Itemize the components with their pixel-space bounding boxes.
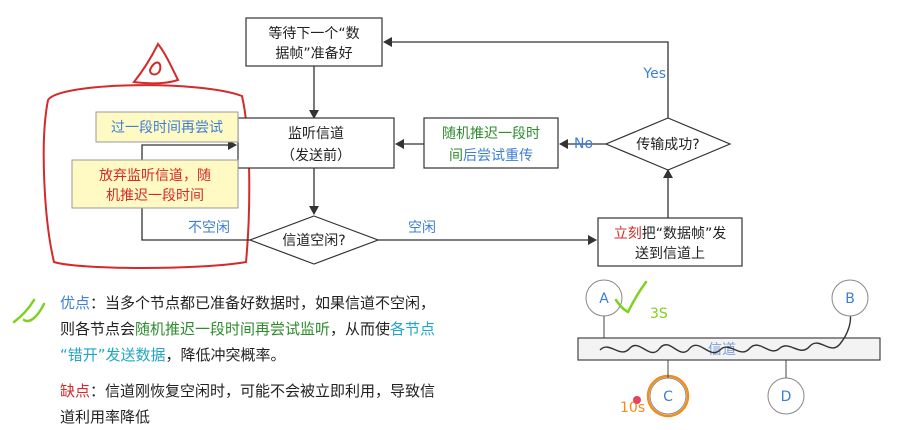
cursor-dot [633,396,641,404]
cons-paragraph: 缺点：信道刚恢复空闲时，可能不会被立即利用，导致信 道利用率降低 [60,378,540,430]
check-mark-icon [12,298,46,324]
random-backoff-box: 随机推迟一段时 间后尝试重传 [423,117,559,169]
retry-box-text: 过一段时间再尝试 [111,120,223,136]
arrow-yes-to-wait [383,37,669,118]
listen-box-line2: （发送前） [281,147,351,164]
pros-line3: “错开”发送数据，降低冲突概率。 [60,346,286,364]
random-box-line1: 随机推迟一段时 [442,126,540,142]
cons-label: 缺点 [60,382,91,400]
node-c-label: C [663,389,673,405]
wait-box-line1: 等待下一个“数 [268,25,359,42]
yes-label: Yes [642,66,666,82]
send-box-line1: 立刻把“数据帧”发 [614,226,727,242]
listen-box: 监听信道 （发送前） [237,117,395,169]
note-10s: 10s [620,400,645,416]
signal-scribble [599,311,852,354]
idle-decision-text: 信道空闲? [282,233,345,249]
cons-line2: 道利用率降低 [60,408,151,426]
listen-box-line1: 监听信道 [288,126,344,142]
giveup-box-line1: 放弃监听信道，随 [99,168,211,184]
network-illustration: 信道 A B C D 3S 10s [577,279,881,418]
node-d-label: D [781,389,792,405]
success-decision: 传输成功? [604,117,732,171]
node-b [831,279,869,317]
highlight-outline [42,84,251,269]
success-decision-text: 传输成功? [636,137,699,153]
pros-line2: 则各节点会随机推迟一段时间再尝试监听，从而使各节点 [60,320,436,338]
cons-line1: 缺点：信道刚恢复空闲时，可能不会被立即利用，导致信 [60,382,436,400]
busy-label: 不空闲 [188,220,230,236]
random-box-line2: 间后尝试重传 [449,148,533,164]
no-label: No [574,136,593,152]
pros-paragraph: 优点：当多个节点都已准备好数据时，如果信道不空闲， 则各节点会随机推迟一段时间再… [60,290,540,368]
shared-channel [577,337,881,361]
idle-decision: 信道空闲? [248,215,380,265]
warning-icon [132,42,180,85]
check-mark-icon-a [614,280,648,314]
send-box: 立刻把“数据帧”发 送到信道上 [597,217,743,267]
giveup-box-line2: 机推迟一段时间 [106,188,204,204]
note-3s: 3S [650,306,668,322]
retry-box: 过一段时间再尝试 [95,111,239,143]
send-box-line2: 送到信道上 [635,246,705,262]
pros-label: 优点 [60,294,91,312]
node-a-label: A [599,291,609,307]
node-b-label: B [845,291,855,307]
pros-line1: 优点：当多个节点都已准备好数据时，如果信道不空闲， [60,294,436,312]
giveup-box: 放弃监听信道，随 机推迟一段时间 [71,159,239,209]
wait-box-line2: 据帧”准备好 [275,45,352,62]
idle-label: 空闲 [408,220,436,236]
wait-box: 等待下一个“数 据帧”准备好 [245,17,383,67]
channel-label: 信道 [708,342,736,358]
